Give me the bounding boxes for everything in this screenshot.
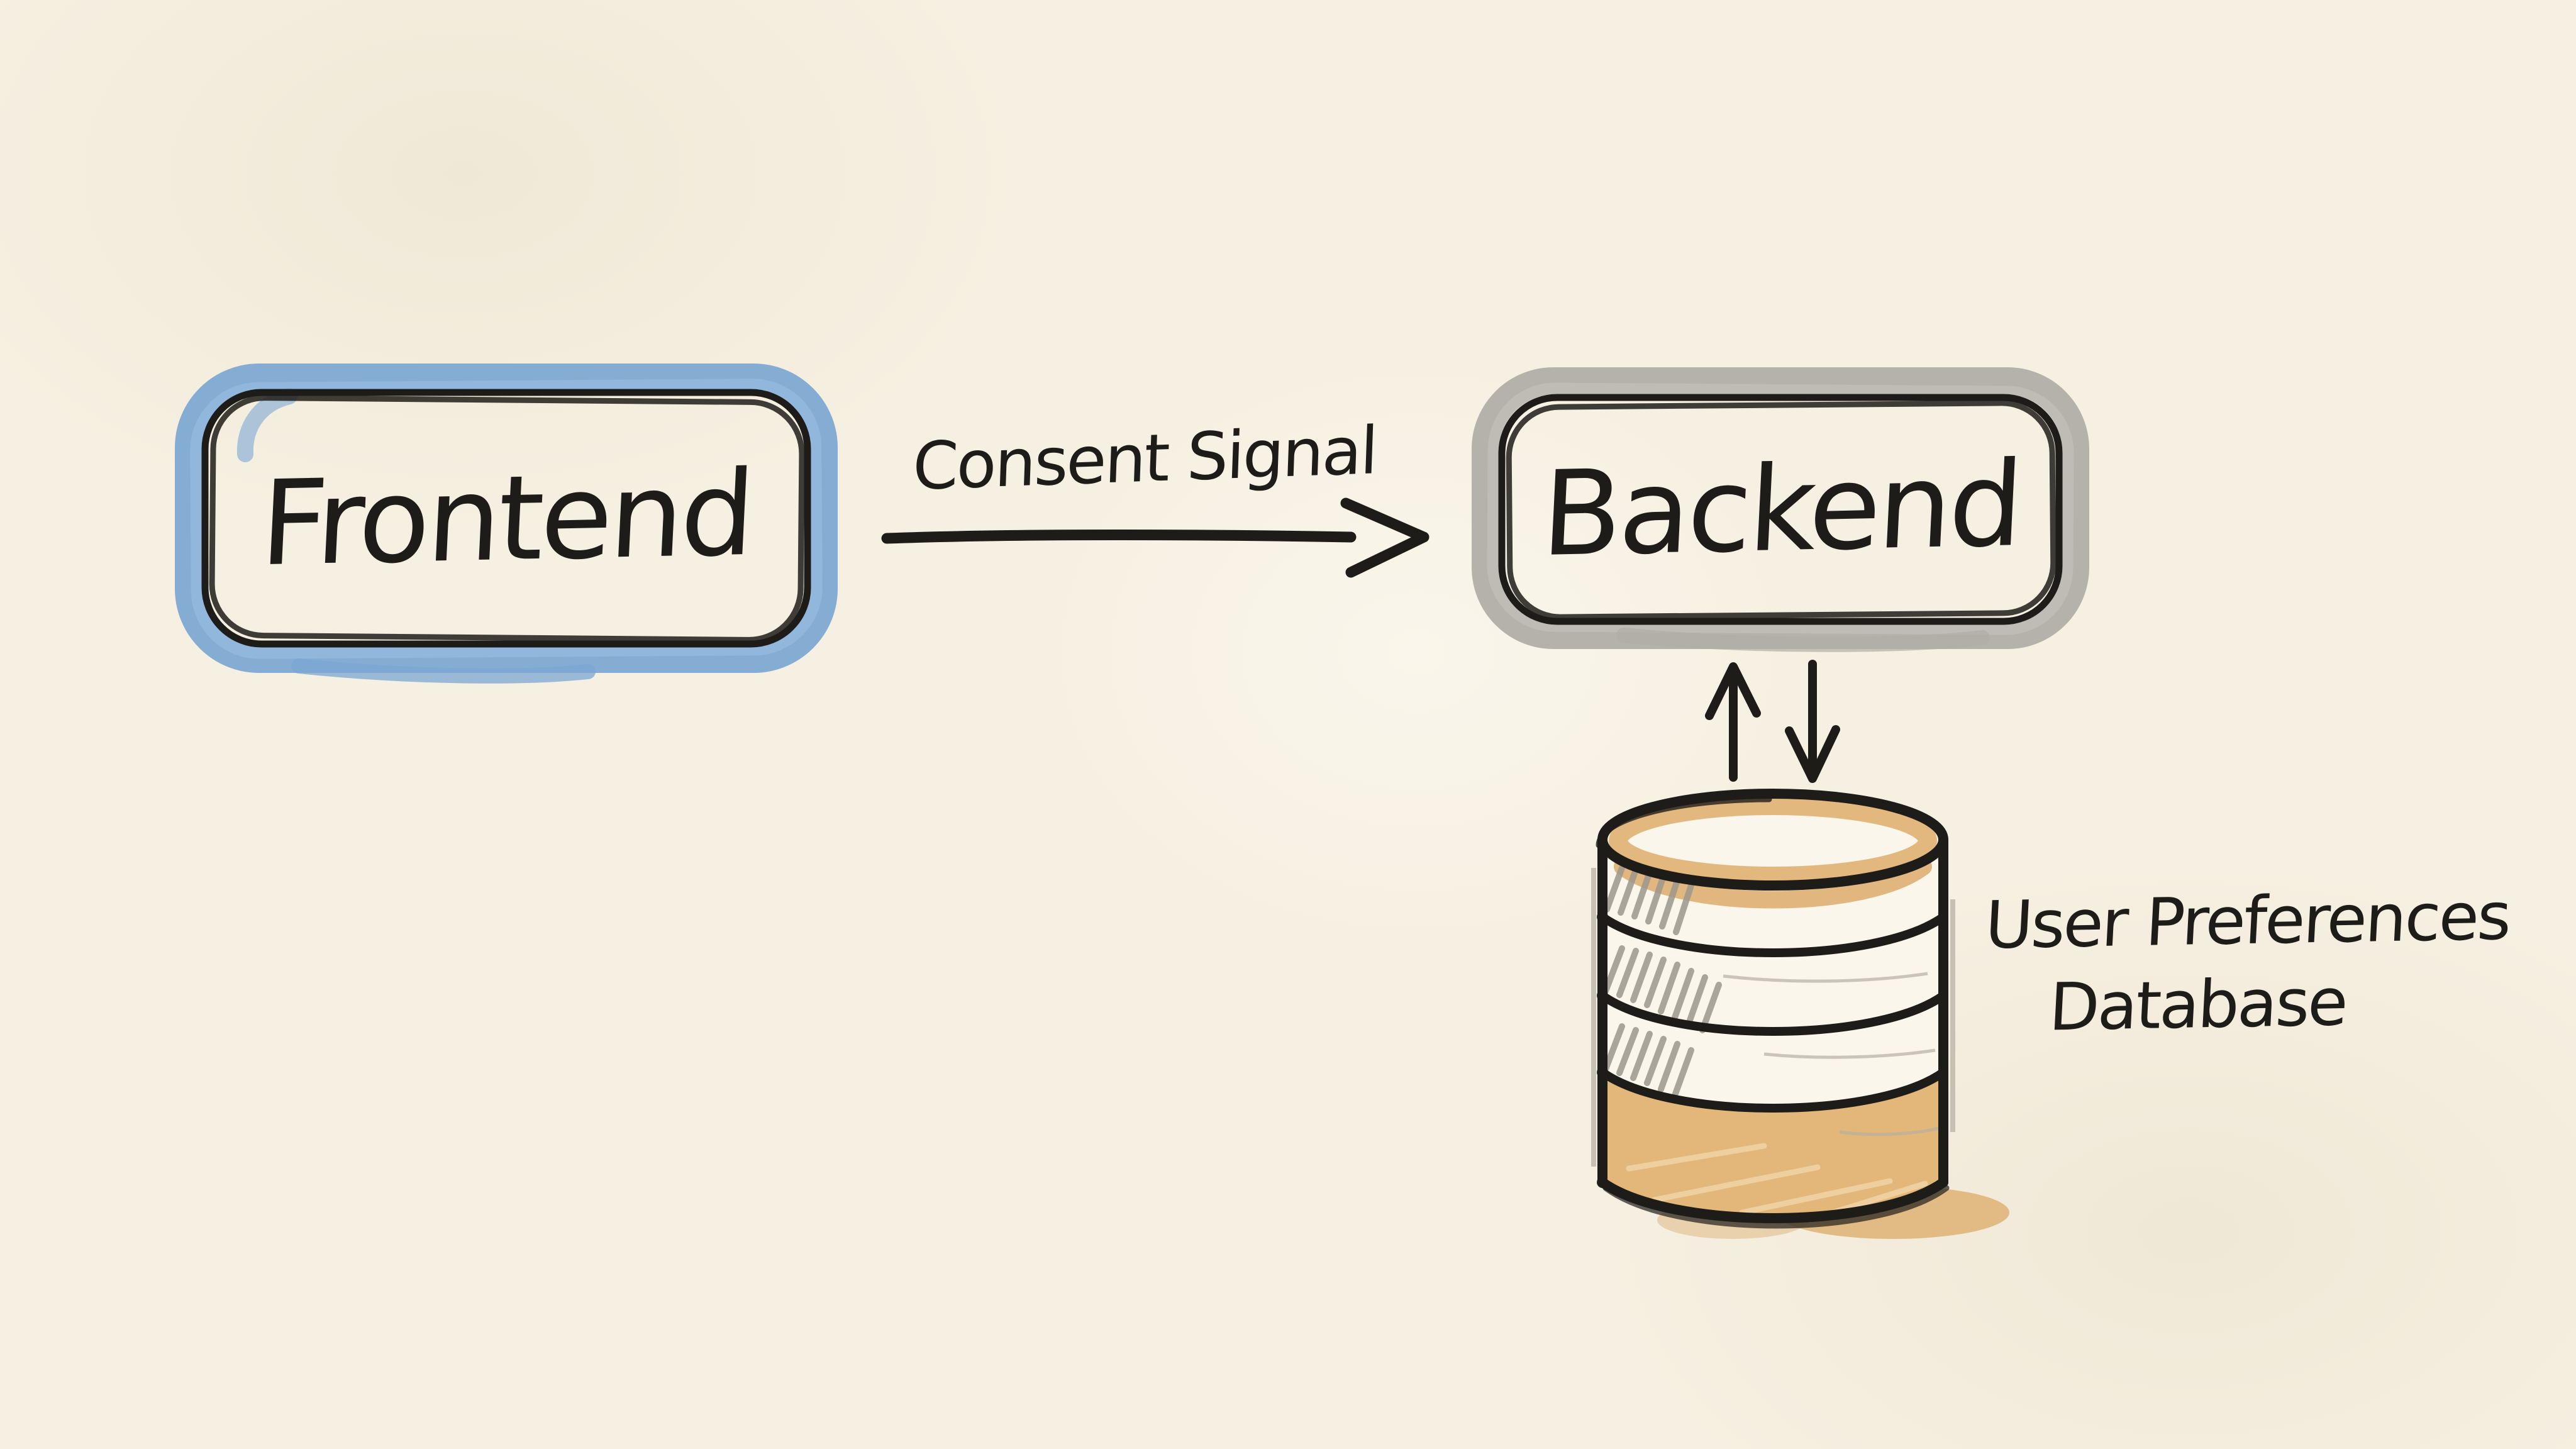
arrow-down-icon xyxy=(1785,660,1840,783)
frontend-box-sketch xyxy=(175,364,838,684)
right-arrow-icon xyxy=(881,497,1430,578)
sync-arrows-icon xyxy=(1705,660,1840,783)
backend-node-label: Backend xyxy=(1538,435,2024,582)
backend-box-sketch xyxy=(1472,367,2089,652)
database-label-line2: Database xyxy=(2047,963,2348,1046)
backend-node: Backend xyxy=(1467,364,2096,654)
database-label: User Preferences Database xyxy=(1951,874,2539,1050)
frontend-node-label: Frontend xyxy=(257,445,755,592)
database-label-line1: User Preferences xyxy=(1983,877,2512,964)
database-cylinder-icon xyxy=(1591,789,2009,1239)
arrow-up-icon xyxy=(1705,662,1761,782)
frontend-node: Frontend xyxy=(170,360,843,684)
consent-signal-edge-label: Consent Signal xyxy=(911,412,1378,505)
